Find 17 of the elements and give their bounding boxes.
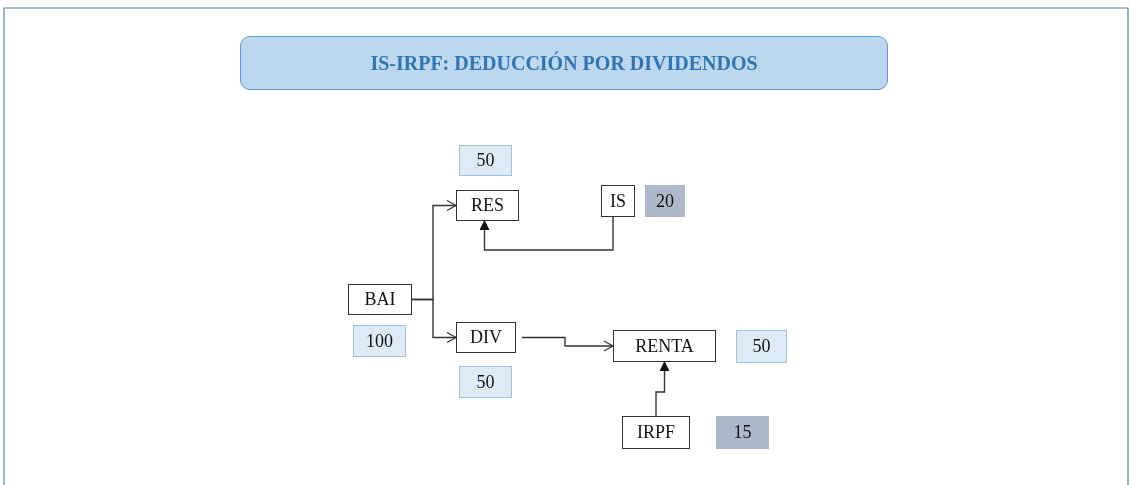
account-box: IRPF bbox=[622, 416, 690, 449]
arrow bbox=[521, 336, 614, 352]
tax-value-box: 20 bbox=[645, 185, 685, 217]
account-box: DIV bbox=[456, 322, 516, 353]
value-box: 50 bbox=[459, 145, 512, 176]
account-box: IS bbox=[601, 185, 635, 217]
value-box: 50 bbox=[459, 366, 512, 398]
value-box: 50 bbox=[736, 330, 787, 363]
title-text: IS-IRPF: DEDUCCIÓN POR DIVIDENDOS bbox=[370, 51, 758, 75]
arrow bbox=[411, 298, 457, 344]
arrow bbox=[479, 216, 614, 251]
account-box: BAI bbox=[348, 284, 412, 315]
arrow bbox=[655, 361, 670, 417]
account-box: RENTA bbox=[613, 330, 716, 362]
account-box: RES bbox=[456, 190, 519, 221]
value-box: 100 bbox=[353, 325, 406, 357]
tax-value-box: 15 bbox=[716, 416, 769, 449]
